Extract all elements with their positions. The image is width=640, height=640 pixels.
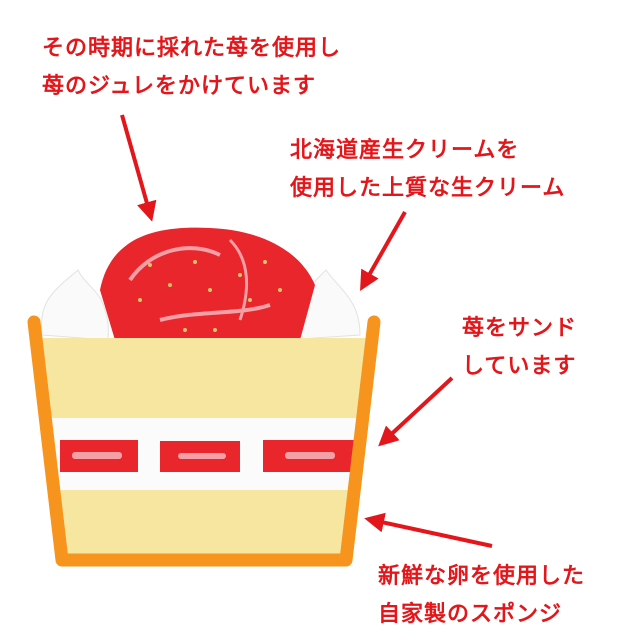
strawberry-layer: [60, 440, 358, 472]
annotation-line: 北海道産生クリームを: [290, 138, 520, 163]
annotation-line: 苺のジュレをかけています: [42, 74, 317, 99]
annotation-line: 新鮮な卵を使用した: [378, 564, 586, 589]
arrow-whipped-cream: [360, 211, 407, 291]
annotation-strawberry-topping: その時期に採れた苺を使用し 苺のジュレをかけています: [42, 30, 341, 106]
arrow-strawberry-topping: [120, 114, 157, 222]
annotation-line: 使用した上質な生クリーム: [290, 176, 566, 201]
annotation-line: しています: [462, 354, 577, 379]
cup: [27, 315, 381, 567]
annotation-line: その時期に採れた苺を使用し: [42, 36, 342, 61]
arrow-strawberry-layer: [378, 376, 454, 447]
annotation-strawberry-layer: 苺をサンド しています: [462, 310, 577, 386]
arrow-sponge-cake: [364, 512, 493, 548]
annotation-sponge-cake: 新鮮な卵を使用した 自家製のスポンジ: [378, 558, 585, 634]
annotation-whipped-cream: 北海道産生クリームを 使用した上質な生クリーム: [290, 132, 565, 208]
annotation-line: 自家製のスポンジ: [378, 602, 563, 627]
strawberry-topping: [100, 227, 315, 340]
annotation-line: 苺をサンド: [462, 316, 578, 341]
